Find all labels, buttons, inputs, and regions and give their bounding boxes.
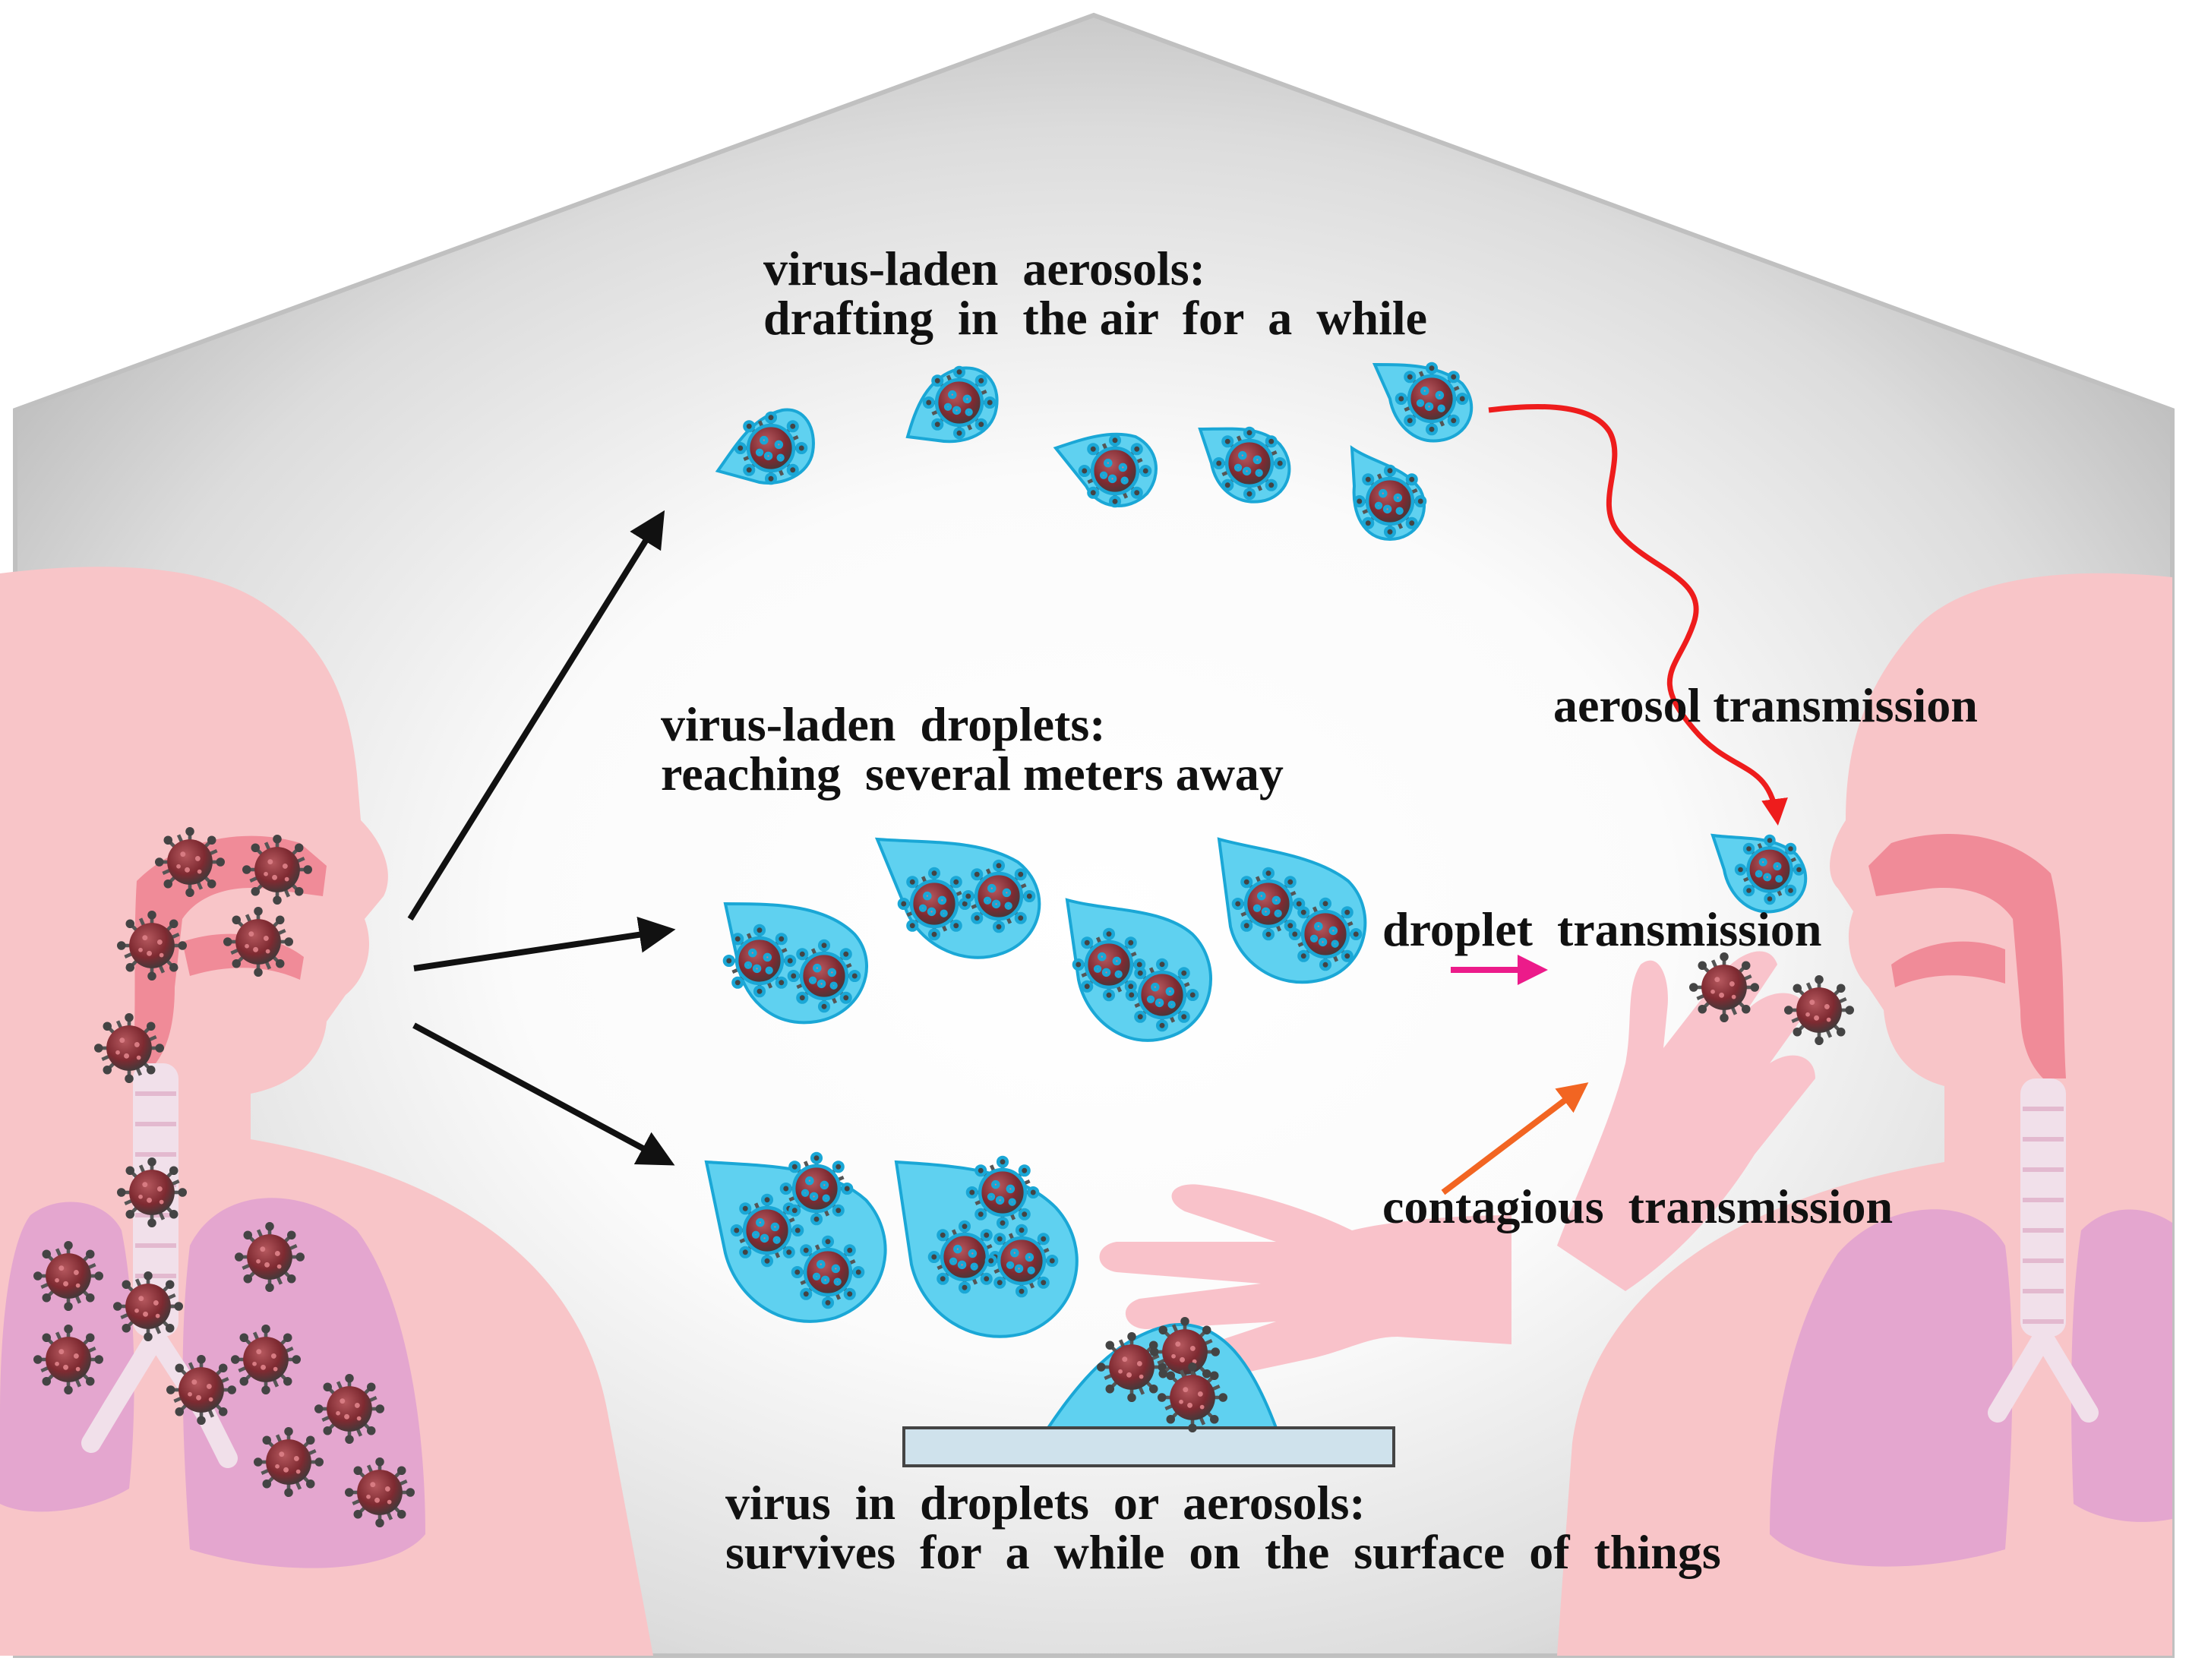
medium-droplets	[725, 837, 1367, 1042]
surface-description: survives for a while on the surface of t…	[725, 1525, 1721, 1579]
droplet-transmission-label: droplet transmission	[1382, 902, 1821, 956]
aerosol-droplets	[715, 364, 1808, 914]
exposed-person	[1557, 573, 2172, 1656]
contagious-transmission-arrow	[1441, 1082, 1589, 1195]
hand-touching-surface	[1099, 1184, 1511, 1383]
hand-touching-face	[1557, 951, 1815, 1291]
large-droplets	[704, 1154, 1079, 1338]
aerosol-transmission-label: aerosol transmission	[1553, 678, 1978, 732]
aerosols-description: drafting in the air for a while	[763, 291, 1427, 345]
contagious-transmission-label: contagious transmission	[1382, 1179, 1893, 1233]
droplets-title: virus-laden droplets:	[661, 697, 1106, 751]
emission-arrows	[407, 510, 676, 1166]
aerosol-transmission-arrow	[1488, 403, 1788, 826]
droplets-description: reaching several meters away	[661, 747, 1284, 801]
surface-title: virus in droplets or aerosols:	[725, 1476, 1366, 1530]
aerosols-title: virus-laden aerosols:	[763, 242, 1205, 295]
